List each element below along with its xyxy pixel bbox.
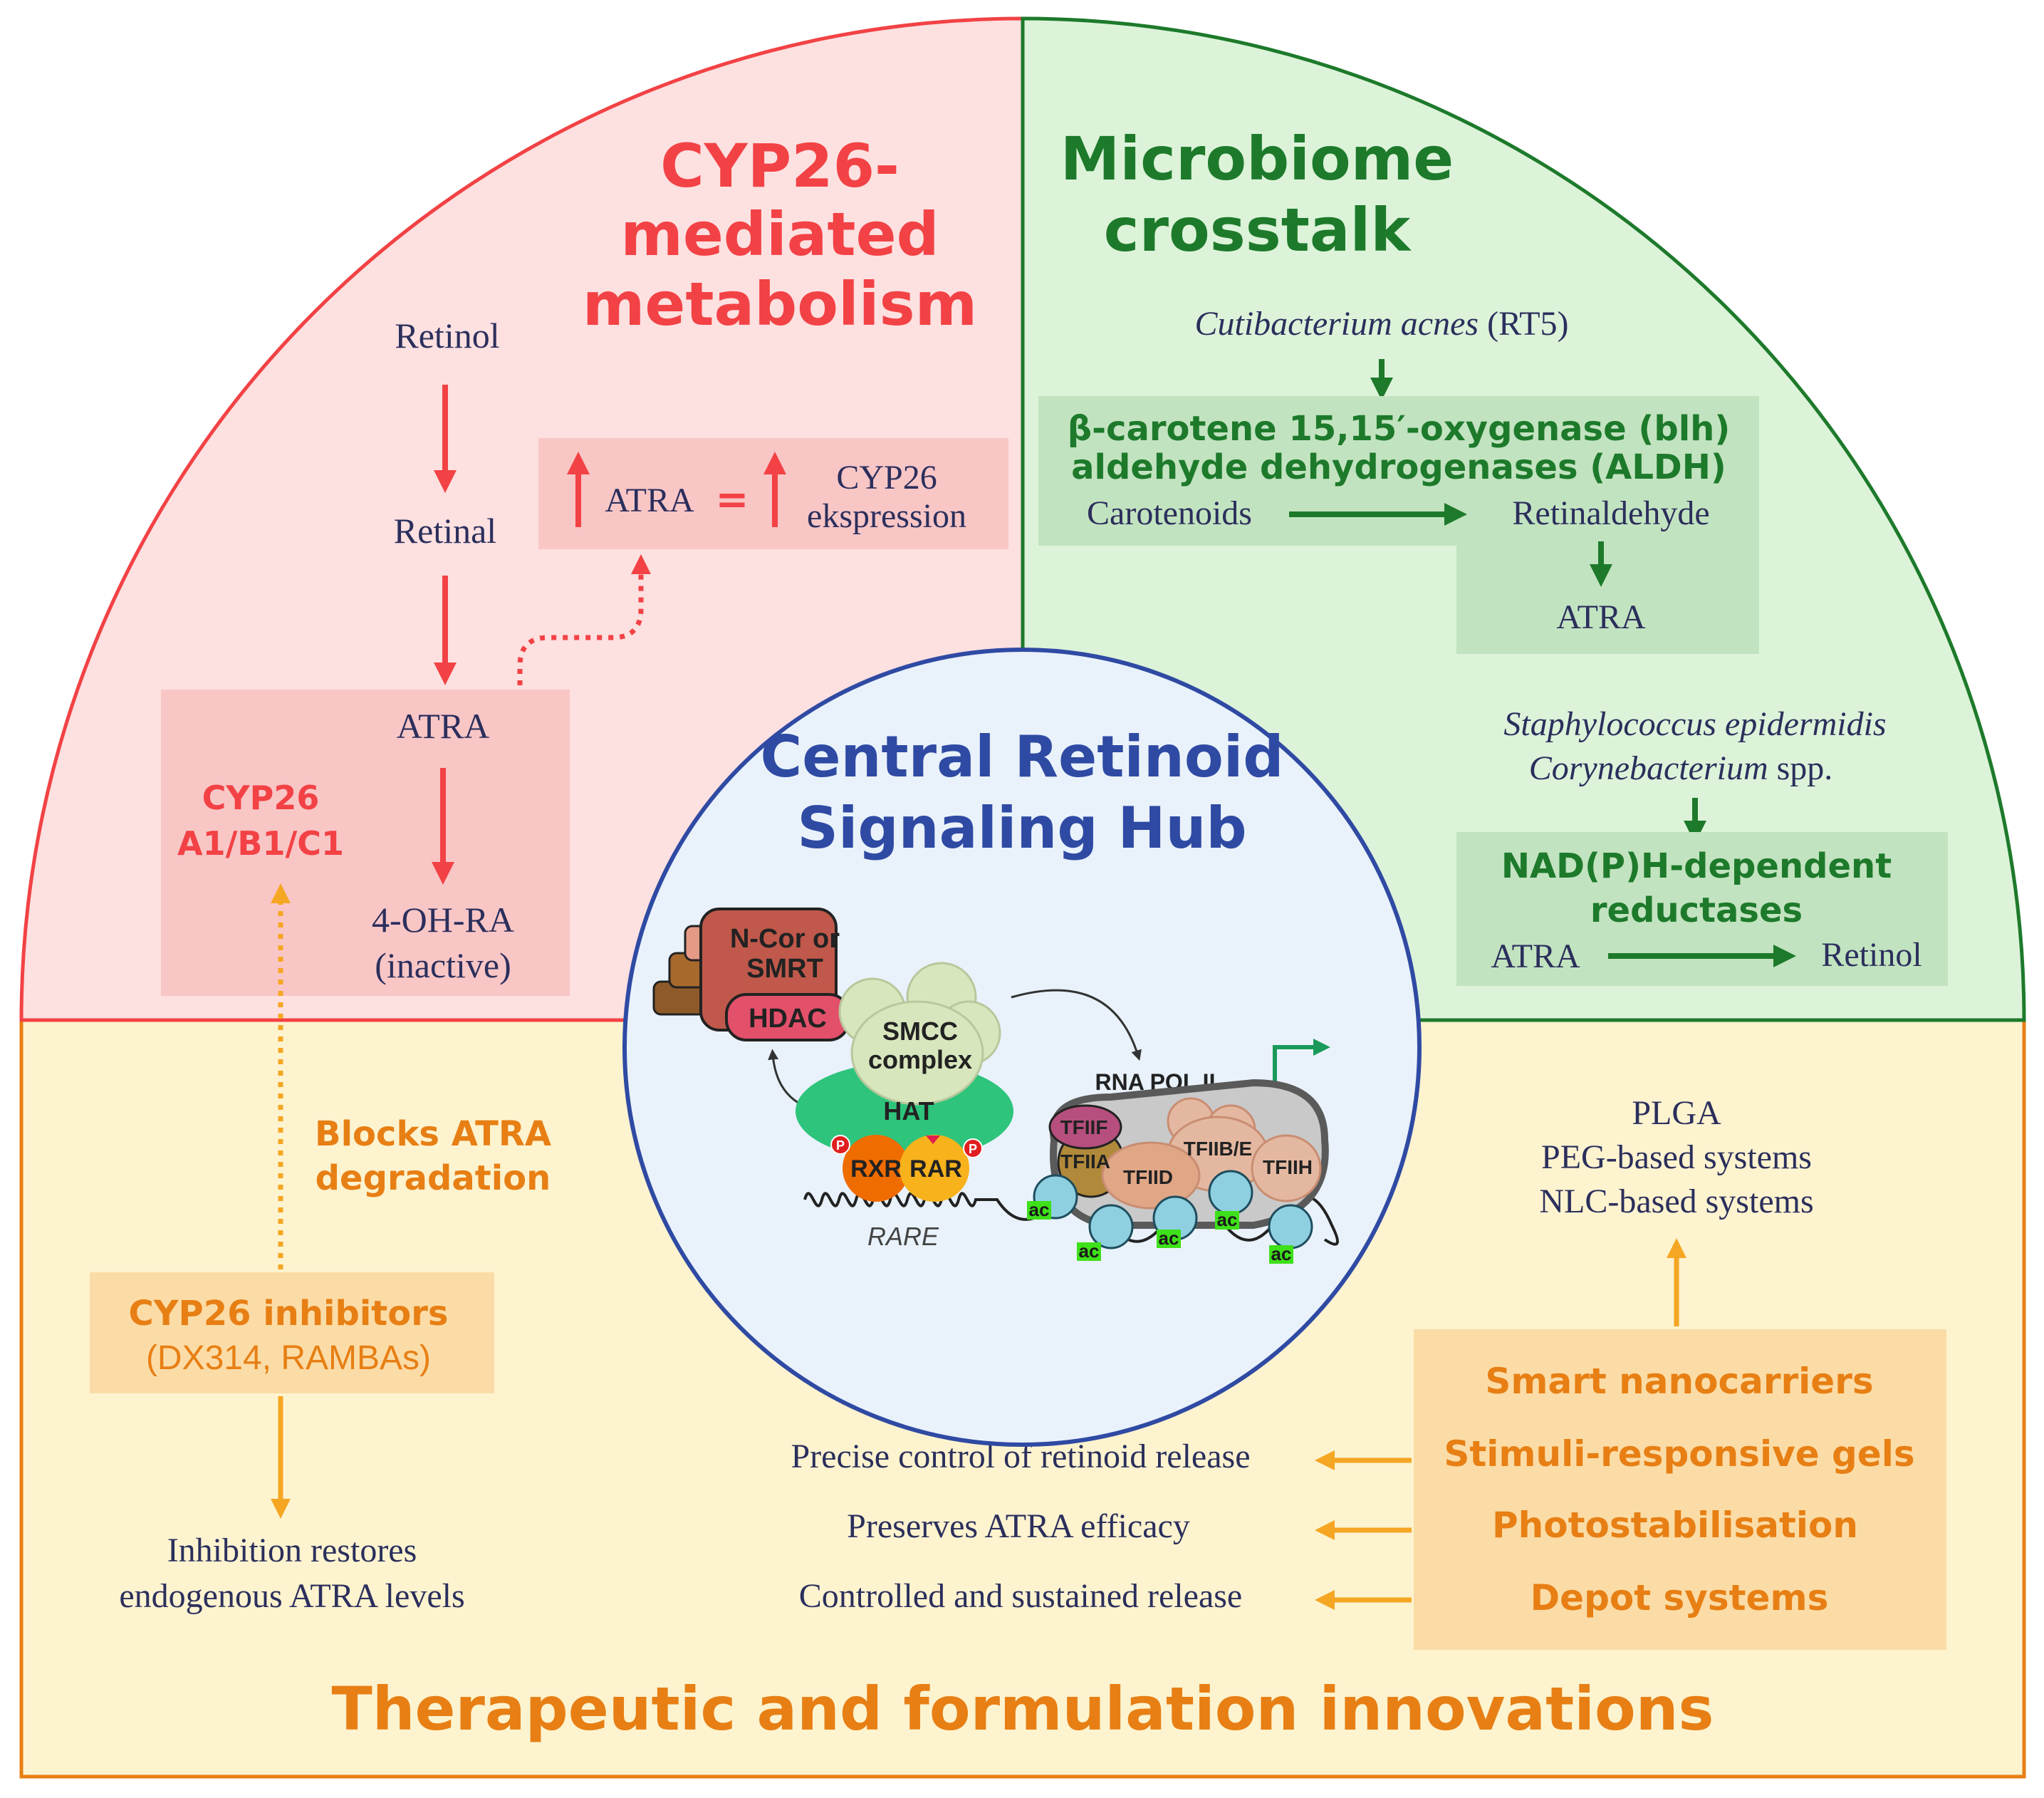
rxr-label: RXR	[850, 1155, 902, 1183]
restores-label: endogenous ATRA levels	[119, 1577, 464, 1615]
blh-aldh-box	[1038, 396, 1759, 546]
acetyl-label: ac	[1271, 1243, 1292, 1264]
smcc-label: complex	[868, 1045, 972, 1074]
inactive-label: (inactive)	[375, 945, 511, 985]
ohra-label: 4-OH-RA	[372, 900, 514, 940]
blocks-label: Blocks ATRA	[315, 1114, 551, 1154]
atra-product: ATRA	[1556, 598, 1646, 636]
feedback-atra: ATRA	[605, 482, 694, 519]
s-epidermidis-label: Staphylococcus epidermidis	[1503, 705, 1886, 743]
hub-title: Central Retinoid	[761, 724, 1284, 790]
ncor-label: SMRT	[746, 954, 823, 984]
blocks-label: degradation	[316, 1158, 551, 1198]
acetyl-label: ac	[1217, 1209, 1238, 1230]
acetyl-marks: ac ac ac ac ac	[1027, 1199, 1293, 1264]
atra-label: ATRA	[397, 706, 490, 746]
restores-label: Inhibition restores	[167, 1532, 417, 1569]
benefit-item: Controlled and sustained release	[799, 1577, 1242, 1615]
acetyl-label: ac	[1029, 1199, 1050, 1220]
acetyl-label: ac	[1079, 1240, 1100, 1262]
feedback-expression: ekspression	[807, 497, 966, 535]
tss-arrow	[1273, 1039, 1330, 1091]
tfiid	[1101, 1141, 1201, 1210]
strategy-item: Smart nanocarriers	[1485, 1361, 1873, 1402]
strategy-item: Stimuli-responsive gels	[1444, 1433, 1914, 1475]
nucleosomes	[1033, 1170, 1313, 1249]
cyp26-title: CYP26- mediated metabolism	[583, 131, 977, 339]
acetyl-bg	[1027, 1201, 1051, 1220]
acetyl-bg	[1077, 1242, 1101, 1261]
tfiif	[1048, 1104, 1122, 1150]
cyp26-title-line: mediated	[620, 199, 939, 269]
acetyl-label: ac	[1159, 1227, 1179, 1249]
acetyl-bg	[1157, 1230, 1181, 1248]
atra-box	[1456, 539, 1759, 654]
nucleosome	[1208, 1170, 1253, 1215]
cyp26-title-line: metabolism	[583, 269, 977, 339]
tfiih-label: TFIIH	[1263, 1156, 1313, 1178]
ligand-icon	[926, 1136, 940, 1144]
ncor-label: N-Cor or	[730, 924, 840, 954]
degradation-box	[161, 690, 570, 996]
acetyl-bg	[1215, 1211, 1239, 1230]
microbiome-title-line: Microbiome	[1060, 124, 1454, 194]
acetyl-bg	[1269, 1245, 1293, 1264]
inhibitors-label: CYP26 inhibitors	[129, 1294, 449, 1334]
strategy-item: Photostabilisation	[1492, 1505, 1858, 1546]
inhibitors-examples: (DX314, RAMBAs)	[146, 1339, 431, 1377]
aldh-enzyme: aldehyde dehydrogenases (ALDH)	[1071, 447, 1726, 487]
recruit-arrow	[1011, 989, 1142, 1061]
benefit-item: Preserves ATRA efficacy	[847, 1507, 1190, 1545]
smcc-complex	[850, 1000, 984, 1106]
nucleosome	[1088, 1204, 1134, 1249]
reductase-enzyme: NAD(P)H-dependent	[1501, 846, 1892, 886]
inhibitors-box	[90, 1272, 494, 1393]
feedback-dotted-arrow	[517, 554, 651, 719]
phospho-icon	[963, 1138, 983, 1158]
strategy-item: Depot systems	[1531, 1577, 1829, 1618]
corynebacterium-label: Corynebacterium spp.	[1529, 749, 1833, 787]
nucleosome	[1268, 1204, 1313, 1249]
retinaldehyde-label: Retinaldehyde	[1512, 494, 1709, 532]
carrier-item: PEG-based systems	[1541, 1138, 1812, 1176]
reductase-box	[1456, 832, 1948, 986]
smcc-label: SMCC	[882, 1017, 958, 1046]
therapeutic-title: Therapeutic and formulation innovations	[331, 1674, 1714, 1744]
tfiid-label: TFIID	[1123, 1166, 1173, 1188]
tfiif-label: TFIIF	[1060, 1116, 1108, 1138]
rare-label: RARE	[867, 1222, 939, 1251]
reductase-enzyme: reductases	[1590, 890, 1803, 930]
feedback-equals: =	[716, 477, 749, 523]
hat-label: HAT	[883, 1096, 934, 1126]
microbiome-title-line: crosstalk	[1104, 195, 1412, 265]
retinol-label: Retinol	[395, 316, 499, 355]
rar-label: RAR	[909, 1155, 962, 1183]
phospho-label: P	[836, 1138, 845, 1153]
tfiia-label: TFIIA	[1060, 1150, 1110, 1173]
strategies-box	[1414, 1329, 1946, 1650]
hdac-label: HDAC	[749, 1004, 827, 1034]
phospho-icon	[830, 1135, 850, 1155]
retinol-product: Retinol	[1821, 936, 1922, 974]
hub-circle	[622, 648, 1422, 1447]
carotenoids-label: Carotenoids	[1087, 494, 1252, 532]
c-acnes-label: Cutibacterium acnes (RT5)	[1194, 305, 1568, 343]
tfiih	[1251, 1134, 1322, 1202]
phospho-label: P	[969, 1142, 977, 1156]
cyp26-enzymes: CYP26	[202, 779, 320, 817]
carrier-item: NLC-based systems	[1539, 1183, 1813, 1220]
retinal-label: Retinal	[394, 511, 496, 551]
hub-title: Signaling Hub	[797, 795, 1246, 861]
carrier-item: PLGA	[1632, 1094, 1721, 1132]
atra-substrate: ATRA	[1491, 937, 1580, 975]
cyp26-title-line: CYP26-	[660, 131, 900, 201]
blh-enzyme: β-carotene 15,15′-oxygenase (blh)	[1068, 409, 1731, 449]
tfiibe-label: TFIIB/E	[1184, 1138, 1252, 1160]
cyp26-enzymes: A1/B1/C1	[177, 824, 344, 863]
microbiome-title: Microbiome crosstalk	[1060, 124, 1454, 265]
feedback-cyp26: CYP26	[836, 459, 937, 497]
